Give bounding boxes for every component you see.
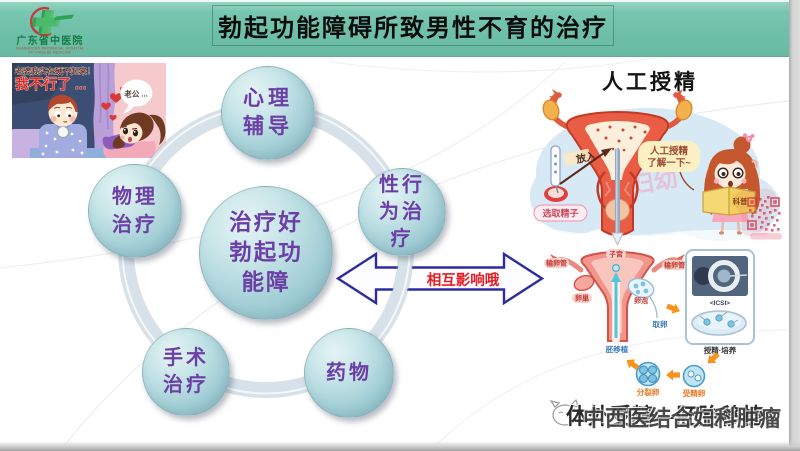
comic-husband (39, 94, 87, 158)
bubble-line: 性行 (379, 173, 425, 196)
footer-text-ivf: 体外受精—胚胎移植 (566, 404, 765, 429)
bubble-line: 辅导 (243, 115, 293, 138)
ai-insert-label: 放入 (574, 149, 597, 166)
ivf-follicle-ovary (627, 277, 655, 299)
ai-girl-bun (733, 136, 751, 154)
ai-speech-line2: 了解一下~ (647, 157, 691, 169)
ivf-tube-right-label: 输卵管 (664, 261, 685, 270)
ai-insert-arrow (559, 148, 612, 185)
ivf-egg-retrieval-label: 取卵 (653, 319, 668, 329)
ai-select-sperm-label: 选取精子 (542, 208, 578, 219)
ivf-diagram: 输卵管 子宫 输卵管 卵巢 卵泡 取卵 胚移植 <ICSI> (544, 249, 755, 398)
comic-wife (102, 112, 166, 158)
comic-window-shade (12, 63, 72, 105)
wife-speech-text: 老公 ... (123, 89, 147, 99)
ai-fimbriae (548, 89, 687, 104)
ai-vaginal-walls (596, 171, 639, 210)
ivf-uterus (547, 250, 688, 344)
bubble-psychological-counseling: 心理 辅导 (221, 66, 315, 160)
culture-label: 授精·培养 (704, 345, 737, 355)
title-box: 勃起功能障碍所致男性不育的治疗 (212, 5, 614, 46)
comic-panel: 老公 ... 老婆我实在硬不起来！ 我不行了 ... (12, 63, 166, 158)
logo-swoosh (54, 14, 74, 21)
slide-title: 勃起功能障碍所致男性不育的治疗 (218, 15, 608, 42)
hospital-name-cn: 广东省中医院 (16, 34, 83, 47)
comic-curtain (93, 63, 116, 158)
comic-scene: 老公 ... 老婆我实在硬不起来！ 我不行了 ... (12, 63, 166, 158)
footer-text-watermark: 中西医结合妇科肿瘤 (583, 406, 782, 431)
ivf-flow-arrows (626, 303, 720, 381)
bubble-line: 药物 (326, 362, 372, 384)
bubble-medication: 药物 (304, 328, 394, 418)
mutual-influence-arrow (335, 251, 545, 306)
ai-endometrium-dots (596, 125, 647, 152)
logo-crescent (30, 6, 52, 37)
comic-caption-small: 老婆我实在硬不起来！ (14, 66, 95, 76)
bubble-line: 心理 (243, 87, 293, 110)
slide-bottom-edge (0, 441, 800, 451)
ai-girl-face (714, 159, 746, 189)
cleavage-egg: 分裂卵 (635, 361, 661, 397)
bubble-line: 为治 (379, 200, 425, 223)
mutual-influence-label: 相互影响哦 (426, 273, 500, 289)
petri-dish (691, 310, 747, 336)
bubble-line: 治疗 (163, 374, 209, 396)
icsi-image: <ICSI> (692, 256, 748, 307)
hospital-logo-mark (30, 6, 74, 37)
fertilized-egg: 受精卵 (682, 364, 706, 398)
ivf-transfer-arrow (611, 264, 621, 338)
ai-uterus (542, 89, 693, 245)
bubble-surgical-treatment: 手术 治疗 (142, 328, 230, 416)
artificial-insemination-title: 人工授精 (602, 71, 698, 94)
ivf-tube-left-label: 输卵管 (546, 259, 567, 268)
hospital-name-en-1: GUANGDONG PROVINCIAL HOSPITAL (16, 47, 84, 51)
bubble-center-goal: 治疗好 勃起功 能障 (199, 186, 333, 320)
ivf-embryo-transfer-label: 胚移植 (606, 344, 629, 354)
ivf-lab-panel: <ICSI> 授精·培养 (685, 249, 755, 355)
ivf-retrieval-line (648, 295, 658, 319)
logo-cross (32, 10, 61, 34)
ivf-follicle-label: 卵泡 (634, 296, 648, 305)
fertilized-egg-label: 受精卵 (683, 388, 706, 398)
ivf-ovary-label: 卵巢 (575, 294, 590, 303)
ivf-uterus-label: 子宫 (609, 250, 623, 259)
ivf-uterus-labels: 输卵管 子宫 输卵管 卵巢 卵泡 取卵 胚移植 (544, 249, 687, 354)
ai-book: 科普 (702, 186, 756, 216)
footer-mascot-icon (549, 398, 579, 426)
bubble-line: 治疗好 (229, 210, 303, 235)
bubble-line: 能障 (241, 270, 291, 295)
comic-caption-big: 我不行了 ... (15, 76, 87, 92)
comic-curtain-folds (98, 63, 110, 130)
ivf-ovary (573, 274, 595, 292)
ai-ovary-left (542, 99, 560, 121)
cleavage-egg-label: 分裂卵 (637, 387, 660, 397)
double-arrow-shape (335, 251, 545, 306)
bubble-line: 勃起功 (229, 240, 303, 265)
header-band: 广东省中医院 GUANGDONG PROVINCIAL HOSPITAL OF … (0, 0, 789, 57)
bubble-sexual-behavior-therapy: 性行 为治 疗 (358, 168, 446, 256)
comic-speech-bubble: 老公 ... (120, 79, 153, 114)
icsi-label: <ICSI> (710, 300, 730, 307)
qr-stamp (734, 188, 782, 240)
bubble-line: 治疗 (112, 214, 158, 236)
hospital-logo: 广东省中医院 GUANGDONG PROVINCIAL HOSPITAL OF … (16, 6, 84, 55)
bubble-line: 物理 (112, 186, 158, 208)
bubble-line: 手术 (163, 347, 209, 369)
ai-book-label: 科普 (733, 196, 748, 206)
artificial-insemination-illustration: 省妇幼 (530, 89, 786, 245)
hospital-name-en-2: OF CHINESE MEDICINE (29, 51, 72, 55)
bubble-physical-therapy: 物理 治疗 (88, 164, 182, 258)
ai-ovary-right (675, 99, 693, 121)
ai-girl: 科普 (702, 133, 760, 235)
slide-right-edge (789, 0, 800, 451)
ai-speech-line1: 人工授精 (650, 145, 689, 157)
ai-select-sperm-pill: 选取精子 (533, 204, 588, 222)
bubble-line: 疗 (390, 227, 414, 250)
ai-speech-bubble: 人工授精 了解一下~ (638, 141, 700, 191)
ai-girl-arm-up (751, 159, 758, 169)
ai-sperm-tube (544, 145, 568, 202)
ai-girl-legs (720, 220, 741, 233)
